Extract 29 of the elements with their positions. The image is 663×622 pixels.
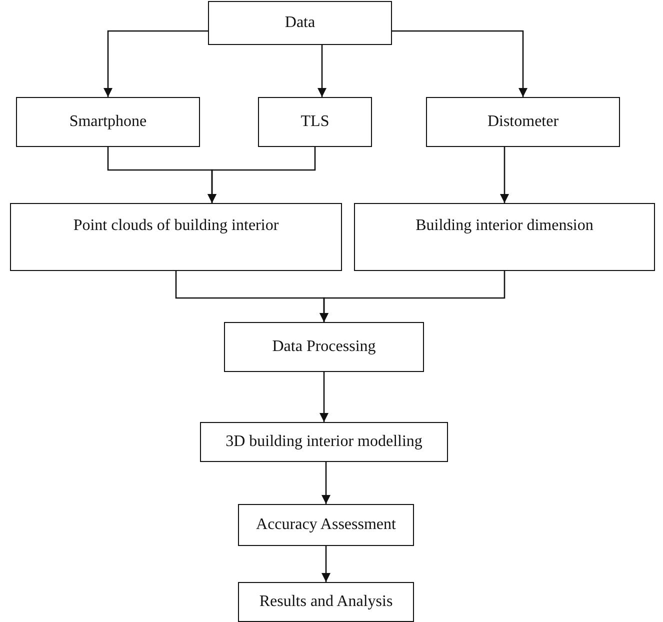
process-box	[258, 97, 372, 147]
process-box	[16, 97, 200, 147]
arrow	[392, 30, 528, 97]
process-box	[238, 504, 414, 546]
arrow	[322, 462, 330, 504]
arrow	[320, 372, 328, 422]
process-box	[208, 1, 392, 45]
arrow	[208, 147, 316, 203]
process-box	[426, 97, 620, 147]
process-box	[10, 203, 342, 271]
process-box	[238, 582, 414, 622]
box-label: 3D building interior modelling	[226, 432, 422, 452]
box-label: Results and Analysis	[259, 592, 393, 612]
process-box	[354, 203, 655, 271]
box-label: Point clouds of building interior	[73, 216, 279, 236]
box-label: TLS	[300, 112, 330, 132]
box-label: Data Processing	[272, 337, 376, 357]
arrow	[322, 546, 330, 582]
process-box	[224, 322, 424, 372]
box-label: Distometer	[487, 112, 559, 132]
arrow	[500, 147, 509, 203]
arrow	[318, 45, 326, 97]
box-label: Building interior dimension	[416, 216, 594, 236]
box-label: Accuracy Assessment	[256, 515, 396, 535]
process-box	[200, 422, 448, 462]
arrow	[104, 30, 208, 97]
box-label: Smartphone	[69, 112, 147, 132]
arrow	[320, 271, 506, 322]
box-label: Data	[284, 13, 316, 33]
